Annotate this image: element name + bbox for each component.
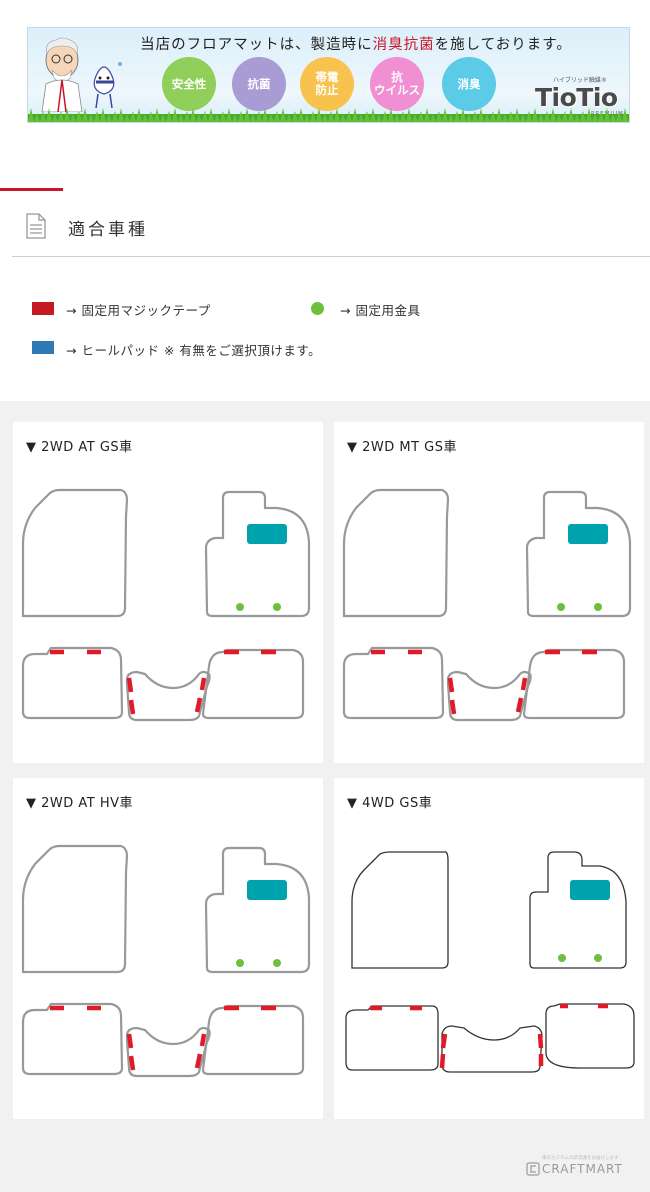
legend-green-dot	[311, 302, 324, 315]
rear-center-mat	[125, 1026, 211, 1078]
badge-antistatic: 帯電 防止	[300, 57, 354, 111]
rear-left-mat	[342, 646, 445, 720]
document-icon	[26, 213, 46, 239]
magic-tape-mark	[126, 1033, 134, 1049]
fastener-dot	[558, 954, 566, 962]
fastener-dot	[273, 603, 281, 611]
rear-left-mat	[21, 646, 124, 720]
promo-banner: 当店のフロアマットは、製造時に消臭抗菌を施しております。 安全性 抗菌 帯電 防…	[27, 27, 630, 123]
passenger-mat	[204, 490, 311, 618]
rear-center-mat	[446, 670, 532, 722]
heel-pad	[568, 524, 608, 544]
banner-text-accent: 消臭抗菌	[372, 37, 435, 53]
scientist-mascot-icon	[41, 37, 122, 112]
variant-title: ▼ 2WD AT HV車	[26, 796, 134, 811]
rear-right-mat	[522, 648, 626, 720]
variant-title: ▼ 2WD AT GS車	[26, 440, 133, 455]
logo-small-text: ハイブリッド触媒®	[553, 77, 607, 84]
footer-tagline: 車のカスタムの新常識をお届けします	[542, 1156, 619, 1161]
magic-tape-mark	[128, 699, 136, 715]
banner-text-prefix: 当店のフロアマットは、製造時に	[140, 37, 373, 53]
badge-antibacterial: 抗菌	[232, 57, 286, 111]
footer-brand: CRAFTMART	[542, 1162, 623, 1176]
magic-tape-mark	[439, 1053, 446, 1069]
rear-right-mat	[201, 1004, 305, 1076]
mat-layout-diagram	[342, 488, 632, 722]
fastener-dot	[273, 959, 281, 967]
variant-title: ▼ 2WD MT GS車	[347, 440, 458, 455]
badge-deodorizing: 消臭	[442, 57, 496, 111]
passenger-mat	[529, 851, 627, 969]
heel-pad	[247, 524, 287, 544]
magic-tape-mark	[194, 1053, 203, 1069]
passenger-mat	[204, 846, 311, 974]
legend-heel-pad-label: → ヒールパッド ※ 有無をご選択頂けます。	[66, 343, 322, 358]
rear-center-mat	[441, 1025, 543, 1073]
rear-right-mat	[545, 1003, 635, 1069]
fastener-dot	[594, 603, 602, 611]
banner-headline: 当店のフロアマットは、製造時に消臭抗菌を施しております。	[106, 33, 606, 54]
section-divider	[12, 256, 650, 257]
grass-strip	[28, 108, 629, 122]
magic-tape-mark	[440, 1033, 448, 1049]
badge-safety: 安全性	[162, 57, 216, 111]
legend-fastener-label: → 固定用金具	[340, 303, 421, 318]
rear-right-mat	[201, 648, 305, 720]
magic-tape-mark	[537, 1033, 544, 1049]
magic-tape-mark	[194, 697, 203, 713]
magic-tape-mark	[128, 1055, 136, 1071]
magic-tape-mark	[449, 699, 457, 715]
variant-card-2wd-at-gs: ▼ 2WD AT GS車	[13, 422, 323, 763]
rear-center-mat	[125, 670, 211, 722]
legend-magic-tape-label: → 固定用マジックテープ	[66, 303, 211, 318]
driver-mat	[342, 488, 450, 618]
variant-card-2wd-at-hv: ▼ 2WD AT HV車	[13, 778, 323, 1119]
driver-mat	[351, 851, 449, 969]
legend-blue-swatch	[32, 341, 54, 354]
logo-main-text: TioTio	[535, 83, 618, 112]
fastener-dot	[594, 954, 602, 962]
driver-mat	[21, 488, 129, 618]
mat-layout-diagram	[345, 851, 635, 1073]
rear-left-mat	[345, 1005, 439, 1071]
variant-card-2wd-mt-gs: ▼ 2WD MT GS車	[334, 422, 644, 763]
heel-pad	[247, 880, 287, 900]
mat-layout-diagram	[21, 844, 311, 1078]
badge-antiviral: 抗 ウイルス	[370, 57, 424, 111]
magic-tape-mark	[126, 677, 134, 693]
mat-layout-diagram	[21, 488, 311, 722]
magic-tape-mark	[520, 677, 528, 691]
fastener-dot	[236, 959, 244, 967]
passenger-mat	[525, 490, 632, 618]
craftmart-mark-icon	[526, 1162, 540, 1176]
variant-title: ▼ 4WD GS車	[347, 796, 433, 811]
legend-red-swatch	[32, 302, 54, 315]
craftmart-logo: 車のカスタムの新常識をお届けします CRAFTMART	[526, 1156, 646, 1182]
fastener-dot	[236, 603, 244, 611]
fastener-dot	[557, 603, 565, 611]
variant-card-4wd-gs: ▼ 4WD GS車	[334, 778, 644, 1119]
heel-pad	[570, 880, 610, 900]
banner-text-suffix: を施しております。	[434, 37, 572, 53]
magic-tape-mark	[447, 677, 455, 693]
magic-tape-mark	[199, 1033, 207, 1047]
magic-tape-mark	[515, 697, 524, 713]
driver-mat	[21, 844, 129, 974]
rear-left-mat	[21, 1002, 124, 1076]
magic-tape-mark	[199, 677, 207, 691]
section-heading: 適合車種	[68, 220, 148, 240]
section-accent-line	[0, 188, 63, 191]
